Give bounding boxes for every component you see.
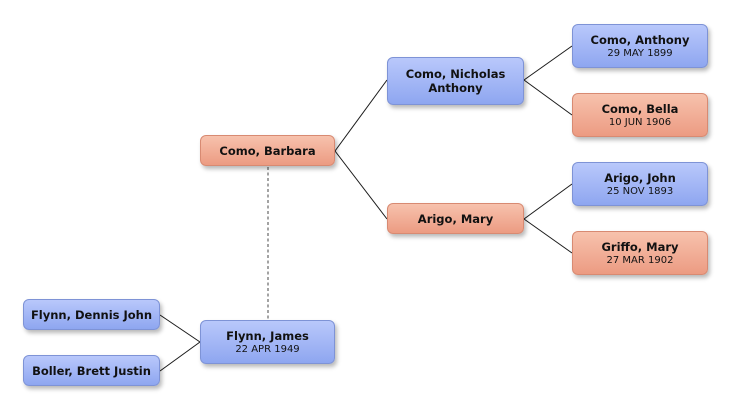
person-como-barbara[interactable]: Como, Barbara [200, 135, 335, 166]
person-como-bella[interactable]: Como, Bella 10 JUN 1906 [572, 93, 708, 137]
person-flynn-dennis-john[interactable]: Flynn, Dennis John [23, 299, 160, 330]
connector-nicholas-anthony [523, 45, 573, 81]
connector-james-brett [159, 341, 201, 372]
person-griffo-mary[interactable]: Griffo, Mary 27 MAR 1902 [572, 231, 708, 275]
person-birth-date: 22 APR 1949 [235, 343, 300, 355]
person-name: Griffo, Mary [601, 239, 679, 254]
person-flynn-james[interactable]: Flynn, James 22 APR 1949 [200, 320, 335, 364]
connector-arigo-mary-griffo [523, 218, 573, 254]
person-boller-brett-justin[interactable]: Boller, Brett Justin [23, 355, 160, 386]
connector-barbara-nicholas [334, 79, 388, 152]
person-arigo-john[interactable]: Arigo, John 25 NOV 1893 [572, 162, 708, 206]
person-birth-date: 27 MAR 1902 [606, 254, 674, 266]
person-birth-date: 29 MAY 1899 [607, 47, 673, 59]
person-birth-date: 10 JUN 1906 [608, 116, 672, 128]
connector-barbara-arigo-mary [334, 150, 388, 220]
person-name: Arigo, Mary [417, 211, 494, 226]
person-name-line2: Anthony [428, 81, 483, 95]
connector-nicholas-bella [523, 79, 573, 116]
connector-arigo-mary-john [523, 183, 573, 220]
person-name: Como, Barbara [219, 143, 316, 158]
person-name: Flynn, James [226, 328, 309, 343]
person-arigo-mary[interactable]: Arigo, Mary [387, 203, 524, 234]
person-name: Como, Bella [601, 101, 679, 116]
person-name-line1: Como, Nicholas [405, 67, 506, 81]
person-como-nicholas-anthony[interactable]: Como, Nicholas Anthony [387, 57, 524, 105]
person-como-anthony[interactable]: Como, Anthony 29 MAY 1899 [572, 24, 708, 68]
person-name: Arigo, John [604, 170, 676, 185]
person-name: Boller, Brett Justin [32, 363, 151, 378]
person-birth-date: 25 NOV 1893 [606, 185, 674, 197]
person-name: Flynn, Dennis John [30, 307, 153, 322]
person-name: Como, Anthony [590, 32, 690, 47]
connector-james-dennis [159, 314, 201, 343]
